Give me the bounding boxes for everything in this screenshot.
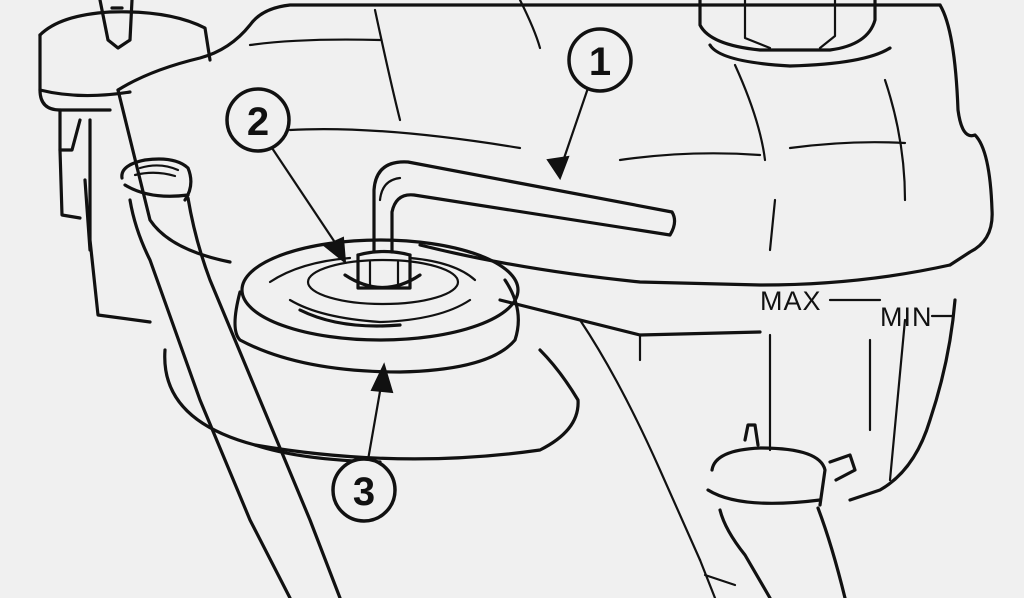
callout-2-label: 2 xyxy=(247,100,269,144)
callout-1: 1 xyxy=(567,27,633,93)
level-marks: MAX MIN xyxy=(760,286,954,332)
max-mark-label: MAX xyxy=(760,286,822,316)
brake-fluid-reservoir xyxy=(38,0,212,324)
callout-2: 2 xyxy=(225,87,291,153)
callout-1-label: 1 xyxy=(589,40,611,84)
coolant-hose-right xyxy=(698,423,857,598)
allen-key-tool xyxy=(372,160,677,254)
coolant-expansion-tank xyxy=(116,0,994,562)
callout-3-label: 3 xyxy=(353,470,375,514)
coolant-hose-left xyxy=(120,157,342,598)
bleed-screw-boss xyxy=(163,238,580,464)
callout-leaders xyxy=(270,86,590,462)
callout-3: 3 xyxy=(331,457,397,523)
min-mark-label: MIN xyxy=(880,302,933,332)
